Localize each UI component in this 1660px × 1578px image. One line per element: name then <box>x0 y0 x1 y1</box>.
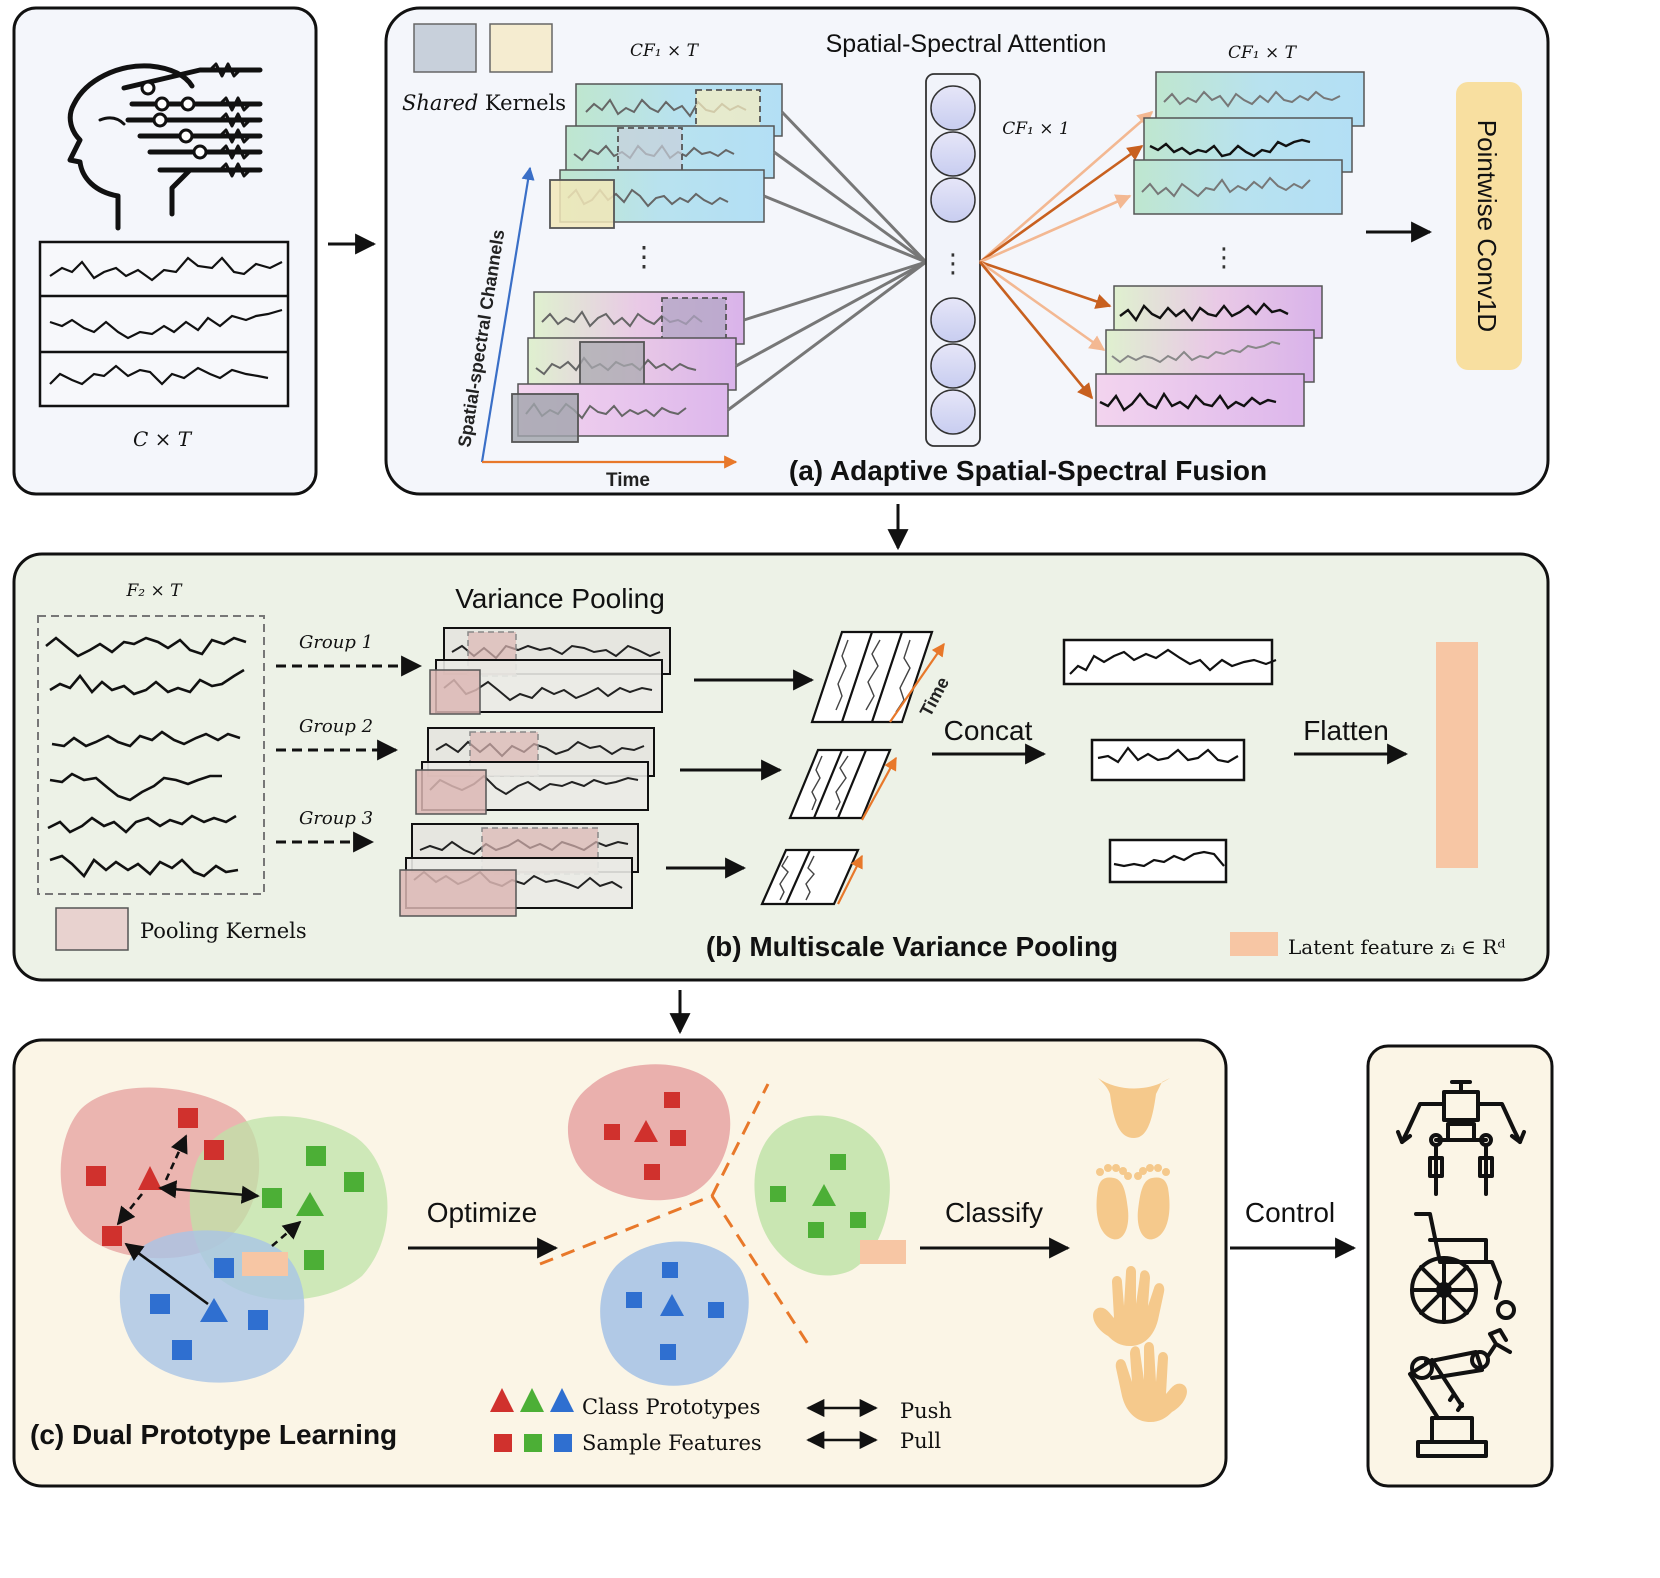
attention-dims: CF₁ × 1 <box>1002 119 1070 139</box>
flatten-label: Flatten <box>1303 715 1389 746</box>
pointwise-conv-label: Pointwise Conv1D <box>1472 120 1502 332</box>
robot-arm-icon <box>1408 1328 1512 1458</box>
svg-text:⋮: ⋮ <box>940 248 966 278</box>
legend-sample-blue <box>554 1434 572 1452</box>
feet-icon <box>1096 1164 1170 1240</box>
prototype-red <box>138 1166 162 1190</box>
legend-sample-red <box>494 1434 512 1452</box>
classify-label: Classify <box>945 1197 1043 1228</box>
assf-dims-in: CF₁ × T <box>630 41 700 61</box>
control-label: Control <box>1245 1197 1335 1228</box>
latent-feature-bar <box>1436 642 1478 868</box>
mvp-dims: F₂ × T <box>125 581 183 601</box>
pooling-kernel-swatch <box>55 907 129 951</box>
prototype-green <box>296 1192 324 1216</box>
assf-dims-out: CF₁ × T <box>1228 43 1298 63</box>
head-circuit-icon <box>67 62 263 231</box>
legend-proto-green <box>520 1388 544 1412</box>
pooling-kernels-label: Pooling Kernels <box>140 919 307 943</box>
input-dims-label: C × T <box>133 427 193 451</box>
legend-proto-blue <box>550 1388 574 1412</box>
concat-label: Concat <box>944 715 1033 746</box>
panel-b-caption: (b) Multiscale Variance Pooling <box>706 931 1118 962</box>
shared-kernel-swatch-blue <box>413 23 477 73</box>
channel-stack-bottom <box>511 291 745 443</box>
robot-icon <box>1396 1080 1526 1196</box>
pooling-group-3 <box>399 823 639 917</box>
svg-text:⋮: ⋮ <box>1211 242 1237 272</box>
push-label: Push <box>900 1399 952 1423</box>
group-1-label: Group 1 <box>299 632 373 653</box>
group-2-label: Group 2 <box>299 716 373 737</box>
sample-features-blue <box>150 1258 268 1360</box>
panel-c-caption: (c) Dual Prototype Learning <box>30 1419 397 1450</box>
latent-feature-label: Latent feature zᵢ ∈ Rᵈ <box>1288 935 1505 959</box>
wheelchair-icon <box>1410 1212 1516 1324</box>
group-3-label: Group 3 <box>299 808 373 829</box>
channel-stack-top <box>549 83 783 229</box>
prototype-relations <box>116 1134 302 1306</box>
sample-features-red <box>86 1108 224 1246</box>
shared-kernels-label: Shared Kernels <box>402 91 566 115</box>
panel-dual-prototype-learning: Optimize Classify <box>12 1038 1228 1488</box>
prototype-blue <box>200 1298 228 1322</box>
right-hand-icon <box>1115 1342 1187 1422</box>
pooling-group-1 <box>429 627 671 715</box>
panel-adaptive-spatial-spectral-fusion: Shared Kernels CF₁ × T ⋮ <box>384 6 1550 496</box>
feature-signals <box>45 636 247 879</box>
attention-output-arrows <box>978 110 1154 400</box>
svg-text:⋮: ⋮ <box>630 241 658 272</box>
attention-column: ⋮ <box>925 73 981 447</box>
pooled-outputs <box>1062 638 1277 884</box>
output-stack-bottom <box>1095 285 1323 427</box>
axis-time-label: Time <box>606 470 650 491</box>
legend-proto-red <box>490 1388 514 1412</box>
attention-title: Spatial-Spectral Attention <box>826 30 1107 58</box>
variance-pooling-title: Variance Pooling <box>455 583 665 614</box>
attention-input-lines <box>727 110 928 412</box>
latent-sample-classified <box>860 1240 906 1264</box>
decision-boundaries <box>539 1083 810 1345</box>
latent-feature-swatch <box>1230 932 1278 956</box>
pointwise-conv-block <box>1456 82 1522 370</box>
optimize-label: Optimize <box>427 1197 537 1228</box>
panel-a-caption: (a) Adaptive Spatial-Spectral Fusion <box>789 455 1267 486</box>
input-panel: C × T <box>12 6 318 496</box>
devices-panel <box>1366 1044 1554 1488</box>
panel-multiscale-variance-pooling: F₂ × T Group 1 Group 2 Group 3 Variance … <box>12 552 1550 982</box>
sample-features-label: Sample Features <box>582 1431 762 1455</box>
legend-sample-green <box>524 1434 542 1452</box>
class-icons <box>1093 1078 1187 1422</box>
left-hand-icon <box>1093 1266 1165 1346</box>
sample-features-green <box>262 1146 364 1270</box>
output-stack-top <box>1133 71 1365 215</box>
tongue-icon <box>1098 1078 1170 1138</box>
shared-kernel-swatch-yellow <box>489 23 553 73</box>
pooling-group-2 <box>415 727 655 815</box>
variance-maps <box>760 630 934 906</box>
class-prototypes-label: Class Prototypes <box>582 1395 760 1419</box>
pull-label: Pull <box>900 1429 941 1453</box>
latent-sample <box>242 1252 288 1276</box>
